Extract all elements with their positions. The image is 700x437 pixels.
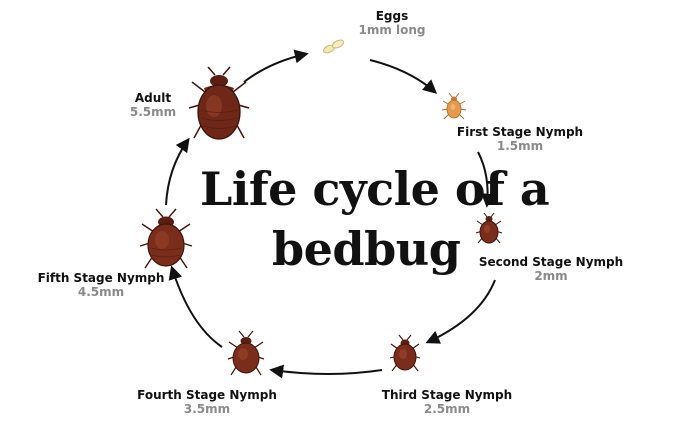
stage-size: 2.5mm [423, 401, 471, 416]
arrow-adult-to-eggs [243, 49, 309, 83]
stage-label-fifth-nymph: Fifth Stage Nymph 4.5mm [26, 271, 176, 300]
stage-size: 4.5mm [77, 284, 125, 299]
arrow-fifth-to-adult [165, 137, 190, 206]
eggs-icon [322, 39, 345, 54]
stage-size: 1.5mm [496, 138, 544, 153]
stage-name: Adult [134, 91, 172, 105]
stage-size: 3.5mm [183, 401, 231, 416]
stage-name: Fifth Stage Nymph [37, 271, 165, 285]
arrow-fourth-to-fifth-nymph [168, 265, 223, 348]
stage-label-first-nymph: First Stage Nymph 1.5mm [445, 125, 595, 154]
stage-name: Fourth Stage Nymph [137, 388, 277, 402]
arrow-second-to-third-nymph [425, 279, 496, 344]
stage-size: 1mm long [358, 22, 426, 37]
second-stage-nymph-icon [475, 212, 503, 244]
stage-label-eggs: Eggs 1mm long [352, 9, 432, 38]
first-stage-nymph-icon [441, 92, 467, 120]
diagram-title-line-1: Life cycle of a [200, 162, 550, 216]
stage-label-fourth-nymph: Fourth Stage Nymph 3.5mm [128, 388, 286, 417]
stage-size: 5.5mm [129, 104, 177, 119]
stage-label-second-nymph: Second Stage Nymph 2mm [470, 255, 632, 284]
diagram-title-line-2: bedbug [272, 222, 461, 276]
stage-name: Third Stage Nymph [381, 388, 513, 402]
stage-name: Eggs [375, 9, 409, 23]
arrow-third-to-fourth-nymph [269, 364, 383, 379]
adult-bedbug-icon [188, 66, 250, 140]
third-stage-nymph-icon [389, 334, 421, 372]
stage-label-adult: Adult 5.5mm [118, 91, 188, 120]
stage-name: First Stage Nymph [456, 125, 584, 139]
stage-name: Second Stage Nymph [478, 255, 624, 269]
arrow-first-to-second-nymph [477, 151, 496, 208]
fourth-stage-nymph-icon [227, 330, 265, 376]
fifth-stage-nymph-icon [139, 208, 193, 269]
stage-label-third-nymph: Third Stage Nymph 2.5mm [372, 388, 522, 417]
stage-size: 2mm [534, 268, 568, 283]
arrow-eggs-to-first-nymph [369, 59, 438, 94]
